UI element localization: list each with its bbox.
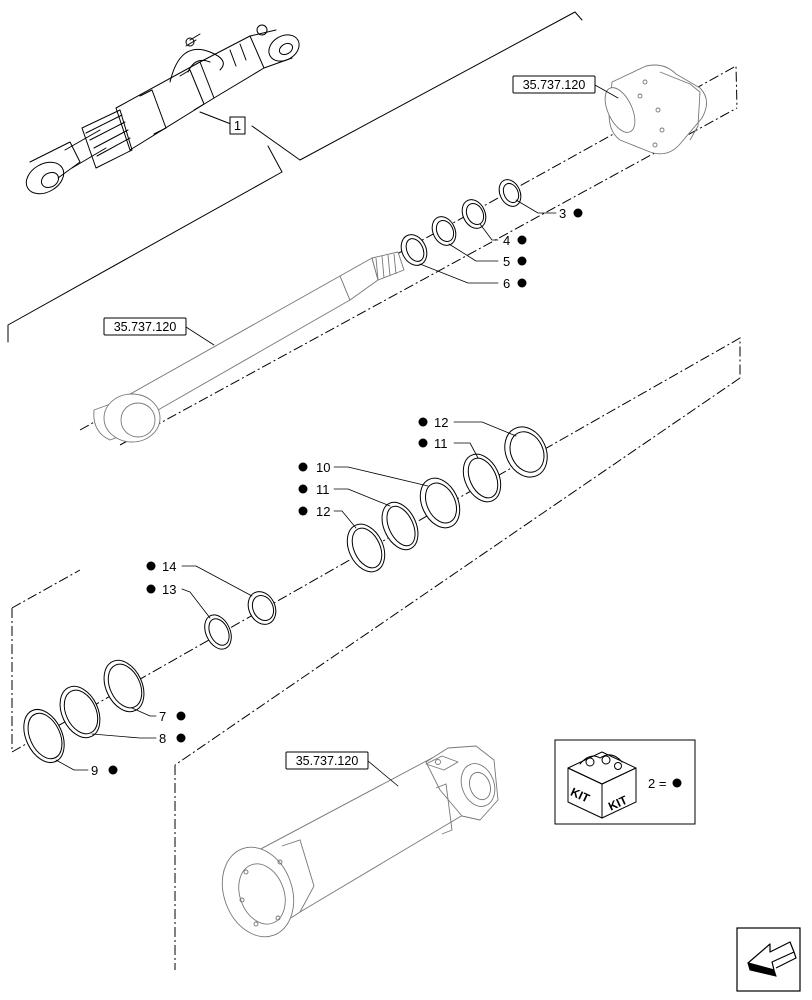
callout-10: 10 — [316, 460, 330, 475]
ring-4 — [461, 199, 487, 229]
ref-barrel: 35.737.120 — [285, 751, 399, 787]
seal-group-top — [400, 179, 522, 266]
ref-top-right-label: 35.737.120 — [523, 78, 586, 92]
previous-page-arrow-icon[interactable] — [736, 927, 801, 992]
callout-6: 6 — [503, 276, 510, 291]
ring-7 — [103, 659, 145, 713]
ring-10 — [419, 477, 461, 529]
callout-7: 7 — [159, 709, 166, 724]
ref-rod: 35.737.120 — [103, 317, 215, 346]
cylinder-assembly-thumbnail: 1 — [7, 11, 583, 343]
ring-11-upper — [462, 453, 502, 503]
cylinder-barrel-part — [221, 745, 499, 938]
ring-11-lower — [381, 501, 419, 551]
ring-3 — [498, 179, 522, 207]
callouts-middle-group: 12 11 10 11 12 14 13 7 8 9 — [55, 415, 517, 778]
ring-14 — [247, 591, 277, 625]
seal-group-middle — [23, 426, 548, 763]
ref-top-right: 35.737.120 — [512, 75, 619, 99]
callout-11-lower: 11 — [316, 482, 330, 497]
callout-13: 13 — [162, 582, 176, 597]
piston-rod-part — [93, 251, 405, 443]
kit-legend-text: 2 = — [648, 776, 666, 791]
kit-legend: KIT KIT 2 = — [554, 739, 696, 825]
ring-13 — [204, 614, 232, 650]
assembly-callout: 1 — [229, 116, 246, 135]
callout-11-upper: 11 — [434, 436, 448, 451]
callout-14: 14 — [162, 559, 176, 574]
gland-head-part — [604, 64, 707, 155]
callout-12-lower: 12 — [316, 504, 330, 519]
callout-5: 5 — [503, 254, 510, 269]
ring-12-upper — [504, 426, 548, 478]
callouts-top-group: 3 4 5 6 — [419, 199, 583, 291]
callout-8: 8 — [159, 731, 166, 746]
callout-3: 3 — [559, 206, 566, 221]
callout-4: 4 — [503, 233, 510, 248]
assembly-callout-label: 1 — [234, 118, 241, 133]
kit-legend-dot — [672, 778, 682, 788]
ring-5 — [431, 216, 457, 246]
ref-rod-label: 35.737.120 — [114, 320, 177, 334]
callout-12-upper: 12 — [434, 415, 448, 430]
ring-8 — [59, 685, 101, 739]
ref-barrel-label: 35.737.120 — [296, 754, 359, 768]
callout-9: 9 — [91, 763, 98, 778]
